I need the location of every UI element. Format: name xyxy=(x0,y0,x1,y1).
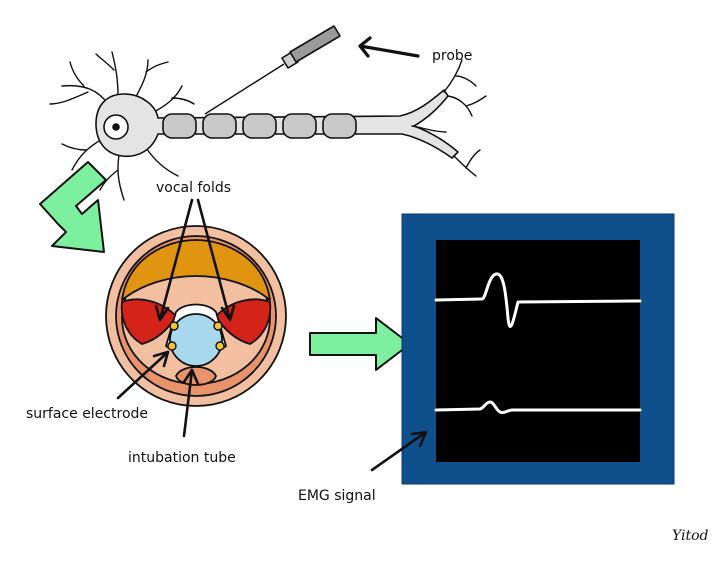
emg-signal-label: EMG signal xyxy=(298,488,376,504)
emg-trace-upper xyxy=(434,272,642,328)
emg-signal-pointer xyxy=(370,430,428,472)
needle-probe-icon xyxy=(204,25,341,115)
flow-arrow-down xyxy=(39,161,107,253)
electrodes xyxy=(167,321,225,351)
intubation-tube-shape xyxy=(169,313,223,367)
emg-screen xyxy=(436,240,640,462)
probe-pointer-arrow xyxy=(358,36,420,58)
flow-arrow-right xyxy=(309,317,411,371)
vocal-folds-pointers xyxy=(154,198,236,322)
intubation-tube-pointer xyxy=(182,368,200,438)
emg-monitor xyxy=(401,213,675,485)
surface-electrode-label: surface electrode xyxy=(26,406,148,422)
surface-electrode-pointer xyxy=(116,350,170,400)
intubation-tube-label: intubation tube xyxy=(128,450,236,466)
axon-terminals xyxy=(411,59,487,177)
emg-trace-lower xyxy=(434,400,642,415)
neuron-body xyxy=(95,89,459,159)
vocal-fold-right xyxy=(215,298,272,345)
artist-signature: Yitod xyxy=(672,528,709,544)
vocal-folds-label: vocal folds xyxy=(156,180,231,196)
epiglottis-region xyxy=(121,239,271,301)
myelin-sheath xyxy=(162,113,357,139)
probe-label: probe xyxy=(432,48,472,64)
neuron-illustration xyxy=(49,51,487,201)
